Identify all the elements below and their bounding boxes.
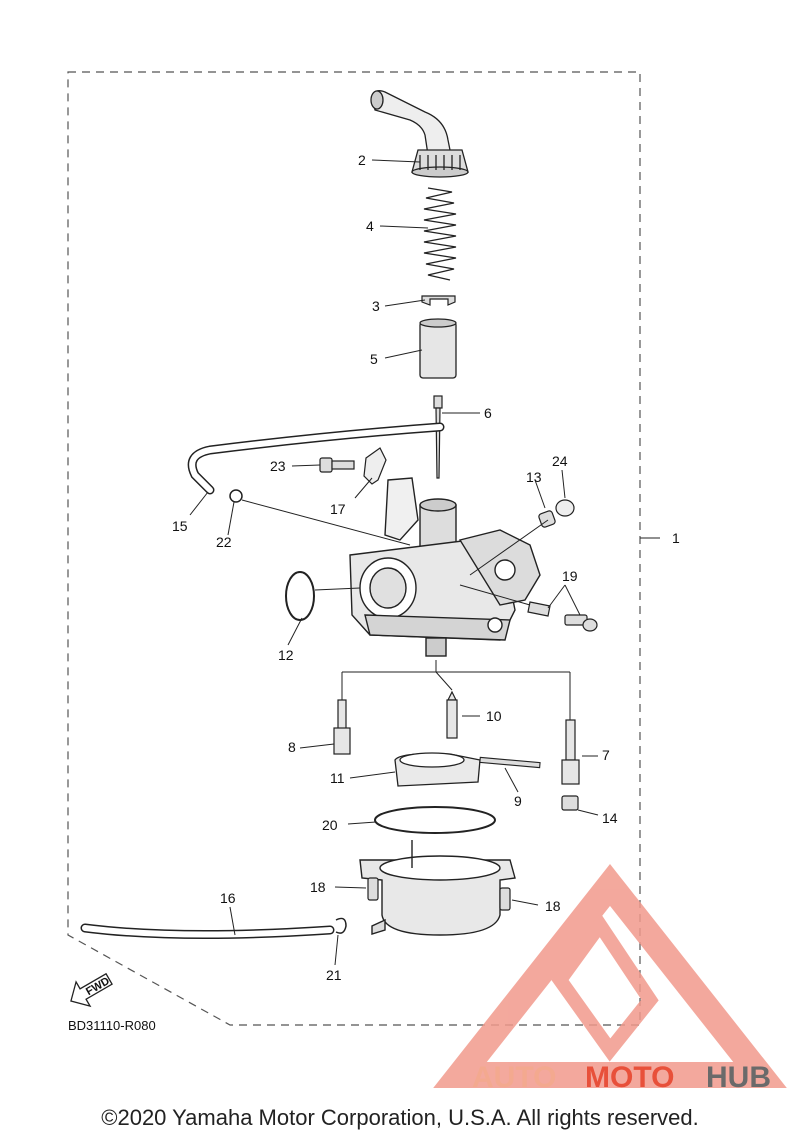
- label-21: 21: [326, 967, 342, 983]
- watermark-text: AUTO MOTO HUB: [472, 1061, 771, 1094]
- jet-needle: [433, 395, 443, 479]
- label-8: 8: [288, 739, 296, 755]
- throttle-spring: [423, 187, 457, 281]
- cap-24: [555, 499, 575, 517]
- label-10: 10: [486, 708, 502, 724]
- float-bowl-gasket: [374, 806, 496, 834]
- carburetor-body: [349, 477, 541, 657]
- watermark-moto: MOTO: [585, 1061, 674, 1094]
- screw-23: [319, 457, 355, 473]
- label-18-right: 18: [545, 898, 561, 914]
- label-14: 14: [602, 810, 618, 826]
- label-3: 3: [372, 298, 380, 314]
- main-jet-8: [333, 699, 351, 755]
- float-11: [394, 752, 481, 787]
- diagram-code: BD31110-R080: [68, 1018, 156, 1033]
- float-pin-9: [479, 756, 541, 769]
- leader-lines: [189, 159, 660, 966]
- label-1: 1: [672, 530, 680, 546]
- label-23: 23: [270, 458, 286, 474]
- plug-14: [561, 795, 579, 811]
- throttle-slide: [419, 318, 457, 379]
- label-15: 15: [172, 518, 188, 534]
- hose-clip-21: [335, 917, 347, 934]
- hose-clamp: [229, 489, 243, 503]
- needle-jet-10: [446, 690, 458, 739]
- label-5: 5: [370, 351, 378, 367]
- label-4: 4: [366, 218, 374, 234]
- label-12: 12: [278, 647, 294, 663]
- assembly-boundary: [67, 71, 641, 1026]
- copyright-footer: ©2020 Yamaha Motor Corporation, U.S.A. A…: [101, 1105, 699, 1130]
- label-9: 9: [514, 793, 522, 809]
- watermark-triangle: [433, 864, 787, 1088]
- label-7: 7: [602, 747, 610, 763]
- screw-18-left: [367, 877, 379, 901]
- screw-18-right: [499, 887, 511, 911]
- o-ring: [285, 571, 315, 621]
- watermark-auto: AUTO: [472, 1061, 556, 1094]
- watermark-hub: HUB: [706, 1061, 771, 1094]
- label-16: 16: [220, 890, 236, 906]
- label-18-left: 18: [310, 879, 326, 895]
- needle-clip: [421, 295, 456, 306]
- throttle-stop-bracket: [363, 447, 387, 485]
- idle-screw-19: [527, 601, 598, 632]
- label-2: 2: [358, 152, 366, 168]
- label-17: 17: [330, 501, 346, 517]
- float-bowl: [359, 840, 516, 936]
- fwd-label: FWD: [84, 975, 112, 998]
- fwd-arrow-icon: FWD: [70, 972, 113, 1008]
- label-13: 13: [526, 469, 542, 485]
- label-19: 19: [562, 568, 578, 584]
- label-6: 6: [484, 405, 492, 421]
- label-20: 20: [322, 817, 338, 833]
- part-labels: 1 2 3 4 5 6 7 8 9 10 11 12 13 14 15 16 1…: [172, 152, 680, 983]
- carb-top-cap: [370, 90, 469, 178]
- pilot-jet-7: [561, 719, 580, 785]
- label-24: 24: [552, 453, 568, 469]
- label-22: 22: [216, 534, 232, 550]
- label-11: 11: [330, 770, 345, 786]
